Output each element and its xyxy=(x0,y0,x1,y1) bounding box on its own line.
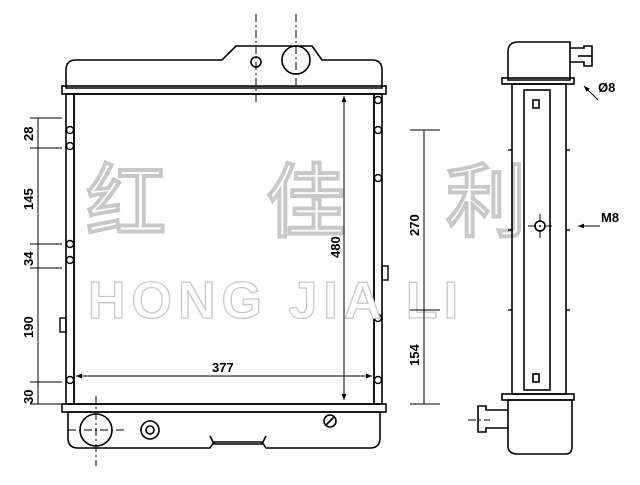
centre-lines xyxy=(68,14,297,466)
dim-28: 28 xyxy=(21,127,36,141)
side-view xyxy=(477,41,593,455)
dim-34: 34 xyxy=(21,251,36,266)
left-side-frame xyxy=(65,93,75,405)
mounting-bosses xyxy=(59,95,389,385)
side-dimension-labels: 270 154 xyxy=(407,214,422,366)
drain-plug-slot xyxy=(325,416,335,426)
tab-right-1 xyxy=(381,265,389,281)
callout-diameter-label: Ø8 xyxy=(598,80,615,95)
front-view xyxy=(61,45,387,449)
boss-right-3 xyxy=(373,173,383,183)
side-top-tank xyxy=(507,41,571,81)
bottom-plug-outer xyxy=(140,420,160,440)
drain-plug xyxy=(323,414,337,428)
top-tank xyxy=(65,45,383,89)
dim-145: 145 xyxy=(21,188,36,210)
callout-diameter xyxy=(583,85,599,101)
dim-190: 190 xyxy=(21,316,36,338)
side-dimension-chain xyxy=(410,129,440,405)
boss-right-5 xyxy=(373,375,383,385)
watermark: 红 佳 利 HONG JIA LI xyxy=(85,155,526,330)
watermark-char-1: 红 xyxy=(86,156,166,249)
side-slot-bottom xyxy=(532,373,540,383)
boss-left-5 xyxy=(65,375,75,385)
side-slot-top xyxy=(532,99,540,109)
bottom-flange xyxy=(61,403,387,413)
dim-377: 377 xyxy=(212,360,234,375)
watermark-latin: HONG JIA LI xyxy=(88,272,464,330)
boss-right-4 xyxy=(373,313,383,323)
boss-left-2 xyxy=(65,141,75,151)
dim-270: 270 xyxy=(407,214,422,236)
side-inner-channel xyxy=(523,89,551,391)
watermark-char-2: 佳 xyxy=(266,156,346,249)
dim-30: 30 xyxy=(21,390,36,404)
side-top-flange xyxy=(501,77,575,85)
boss-right-2 xyxy=(373,125,383,135)
side-bottom-nozzle xyxy=(477,405,508,433)
bottom-drain-tab xyxy=(209,435,267,445)
tab-left-1 xyxy=(59,317,67,333)
boss-left-1 xyxy=(65,125,75,135)
side-centre-lines xyxy=(468,214,552,421)
side-core-ticks xyxy=(508,149,570,311)
dim-480: 480 xyxy=(328,236,343,258)
side-bottom-flange xyxy=(501,393,575,401)
side-bottom-tank xyxy=(507,399,573,455)
dim-154: 154 xyxy=(407,344,422,366)
bottom-tank xyxy=(67,411,381,449)
right-side-frame xyxy=(373,93,383,405)
callout-thread-label: M8 xyxy=(601,210,619,225)
boss-left-4 xyxy=(65,255,75,265)
boss-left-3 xyxy=(65,239,75,249)
bottom-plug-inner xyxy=(145,425,155,435)
boss-right-1 xyxy=(373,95,383,105)
left-dimension-chain xyxy=(30,117,62,405)
watermark-char-3: 利 xyxy=(446,156,526,249)
left-dimension-labels: 28 145 34 190 30 xyxy=(21,127,36,404)
